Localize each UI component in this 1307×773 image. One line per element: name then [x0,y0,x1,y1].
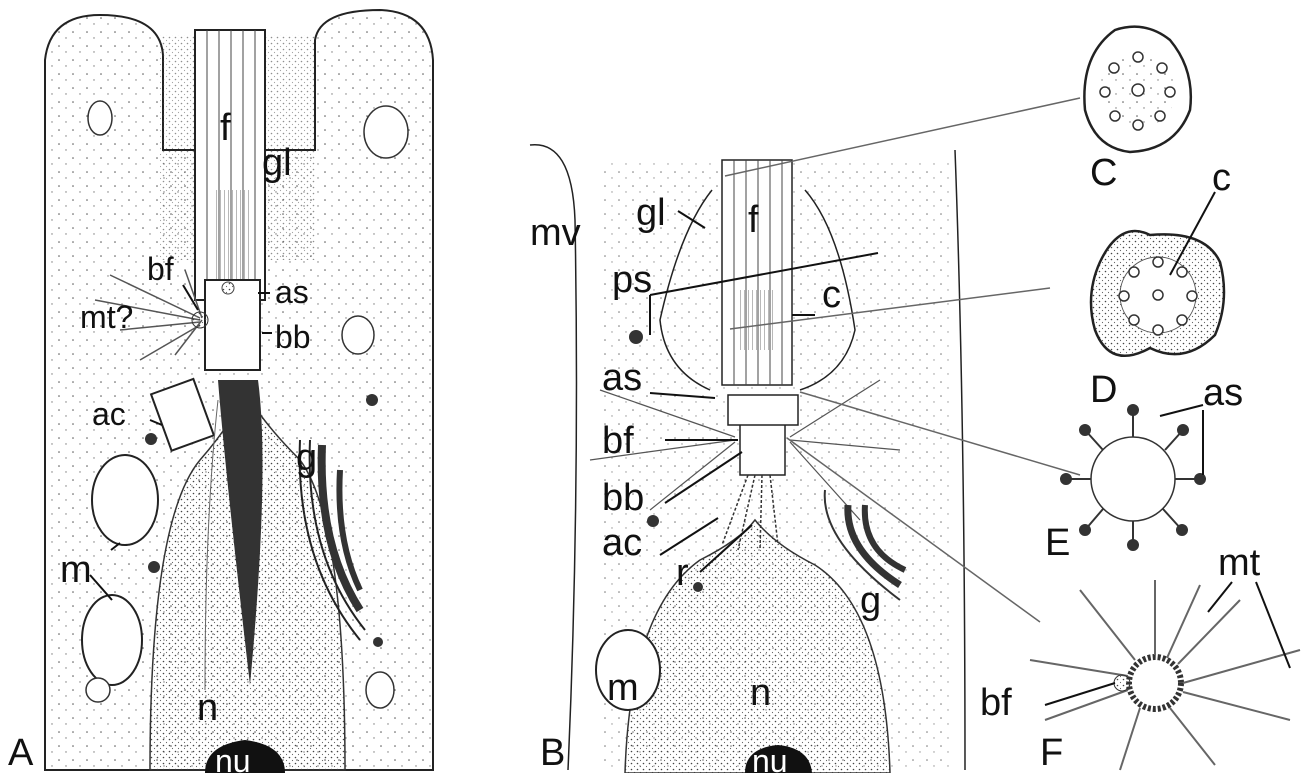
b-label-n: n [750,672,771,714]
b-label-ps: ps [612,259,652,301]
b-label-ac: ac [602,522,642,564]
e-label-as: as [1203,372,1243,414]
panel-letter-d: D [1090,369,1117,411]
a-label-f: f [220,107,231,149]
panel-letter-b: B [540,732,565,773]
a-label-bb: bb [275,319,311,355]
b-label-mv: mv [530,212,581,254]
b-label-bb: bb [602,477,644,519]
a-label-as: as [275,274,309,310]
panel-a [45,10,433,773]
a-label-ac: ac [92,396,126,432]
panel-letter-a: A [8,732,34,773]
panel-a-flagellum [195,30,265,300]
panel-a-basal-body [205,280,260,370]
a-label-g: g [296,437,317,479]
a-label-bf: bf [147,251,174,287]
panel-letter-e: E [1045,522,1070,564]
panel-b-flagellum [722,160,792,385]
b-label-as: as [602,357,642,399]
d-label-c: c [1212,157,1231,199]
a-label-nu: nu [215,743,251,773]
b-label-nu: nu [752,743,788,773]
panel-letter-c: C [1090,152,1117,194]
panel-f [1030,580,1300,770]
b-label-c: c [822,274,841,316]
a-label-m: m [60,549,92,591]
panel-a-mitochondrion-1 [92,455,158,545]
a-label-mt: mt? [80,299,133,335]
b-label-r: r [676,552,689,594]
b-label-gl: gl [636,192,666,234]
panel-c [1084,27,1190,152]
b-label-g: g [860,580,881,622]
a-label-n: n [197,687,218,729]
b-label-f: f [748,199,759,241]
panel-b-basal-body [740,420,785,475]
b-label-bf: bf [602,420,634,462]
panel-letter-f: F [1040,732,1063,773]
panel-a-mitochondrion-2 [82,595,142,685]
b-label-m: m [607,667,639,709]
panel-e [1061,405,1205,550]
f-label-mt: mt [1218,542,1261,584]
f-label-bf: bf [980,682,1012,724]
a-label-r: r [262,459,273,495]
a-label-gl: gl [262,142,292,184]
panel-d [1091,192,1224,356]
